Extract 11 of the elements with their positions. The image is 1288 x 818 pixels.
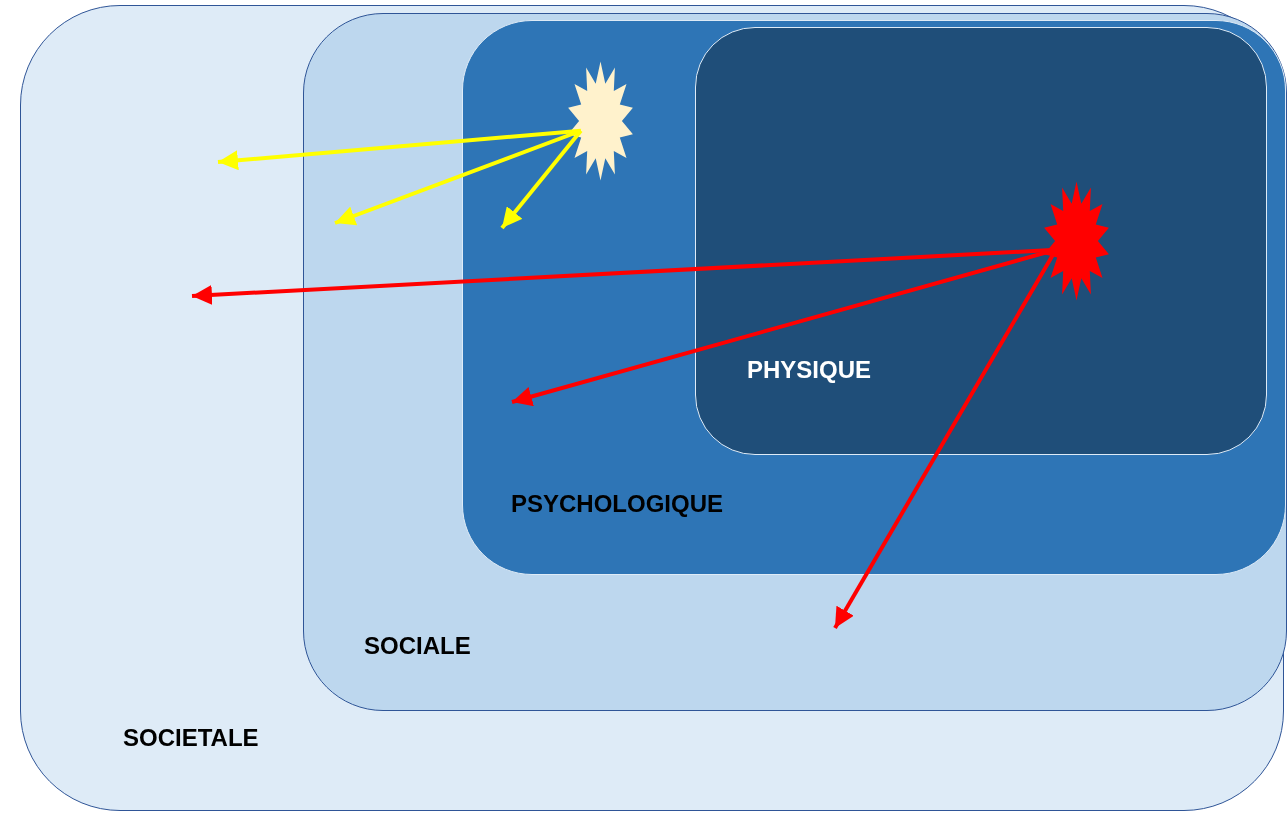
region-label: PSYCHOLOGIQUE (511, 490, 724, 518)
region-label: SOCIETALE (123, 724, 259, 752)
arrow (334, 128, 582, 226)
nested-region (20, 5, 1284, 811)
nested-region (695, 27, 1267, 455)
arrow (500, 129, 583, 230)
region-label: PHYSIQUE (747, 356, 872, 384)
nested-region (462, 20, 1286, 575)
arrow (217, 128, 582, 171)
nested-region (303, 13, 1287, 711)
region-label: SOCIALE (364, 632, 471, 660)
